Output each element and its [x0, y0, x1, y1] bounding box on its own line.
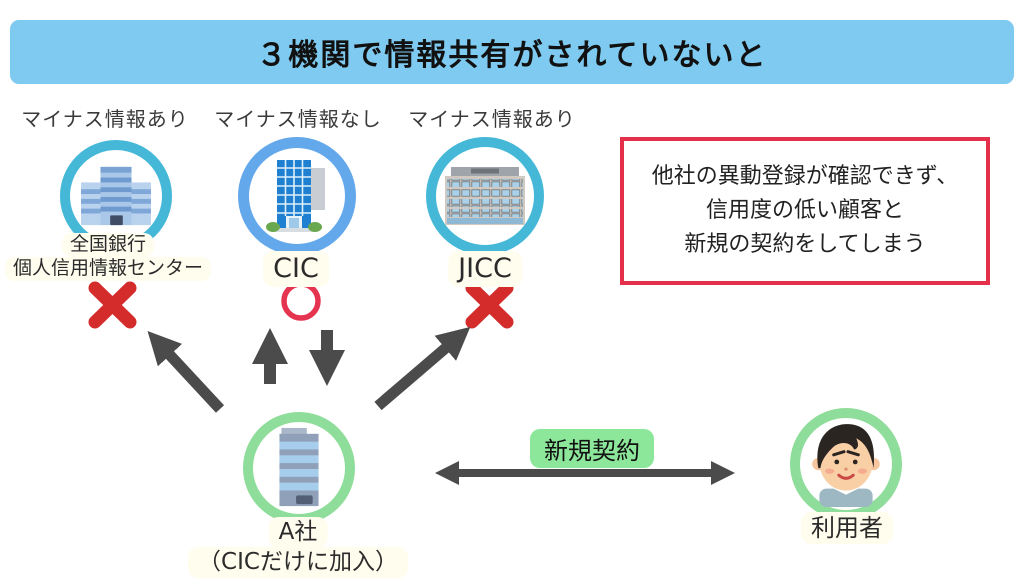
- office-tower-icon: [266, 160, 325, 232]
- agency-name-label: JICC: [448, 251, 522, 287]
- note-line2: 信用度の低い顧客と: [705, 197, 904, 223]
- status-label-jicc: マイナス情報あり: [408, 107, 576, 131]
- ng-cross-icon: [465, 281, 514, 329]
- company-name: A社: [268, 517, 328, 548]
- status-label-cic: マイナス情報なし: [214, 107, 382, 131]
- user-name-label: 利用者: [801, 512, 893, 544]
- agency-name-jicc: JICC: [448, 251, 522, 287]
- agency-name-cic: CIC: [263, 251, 329, 287]
- arrow-to-jicc: [374, 326, 471, 411]
- circle-user: [790, 408, 902, 520]
- arrow-to-zenginkyo: [147, 330, 225, 413]
- office-building-icon: [445, 167, 525, 225]
- bank-building-icon: [81, 166, 151, 226]
- company-membership-note: （CICだけに加入）: [188, 547, 408, 578]
- company-sub-label: （CICだけに加入）: [188, 547, 408, 578]
- user-name: 利用者: [801, 512, 893, 544]
- user-avatar-icon: [812, 424, 880, 507]
- note-line1: 他社の異動登録が確認できず、: [651, 163, 959, 189]
- circle-jicc: [426, 137, 544, 255]
- ng-cross-icon: [88, 281, 137, 329]
- note-line3: 新規の契約をしてしまう: [684, 232, 926, 258]
- agency-name-line2: 個人信用情報センター: [4, 256, 212, 281]
- warning-note-box: 他社の異動登録が確認できず、 信用度の低い顧客と 新規の契約をしてしまう: [620, 137, 990, 285]
- circle-zenginkyo: [60, 140, 172, 252]
- page-title: ３機関で情報共有がされていないと: [256, 38, 768, 73]
- ok-circle-icon: [281, 281, 321, 321]
- title-banner: ３機関で情報共有がされていないと: [10, 20, 1014, 84]
- agency-name-label: CIC: [263, 251, 329, 287]
- status-label-zenginkyo: マイナス情報あり: [21, 107, 189, 131]
- agency-name-zenginkyo: 全国銀行 個人信用情報センター: [4, 233, 212, 281]
- circle-company-a: [243, 412, 355, 524]
- contract-label: 新規契約: [530, 429, 654, 468]
- company-building-icon: [279, 427, 319, 507]
- circle-cic: [238, 137, 356, 255]
- agency-name-line1: 全国銀行: [61, 233, 155, 257]
- company-name-label: A社: [268, 517, 328, 548]
